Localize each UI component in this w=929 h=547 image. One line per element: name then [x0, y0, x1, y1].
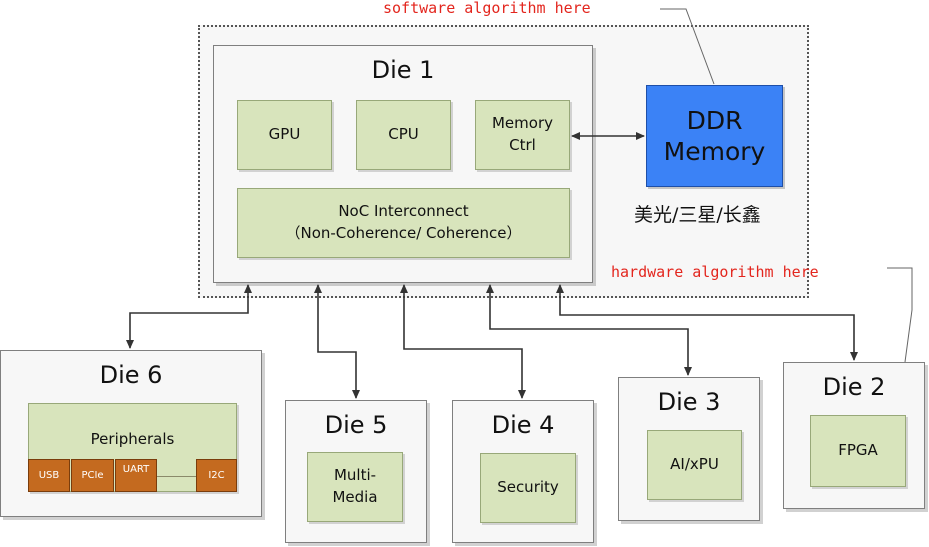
hardware-note-leader [887, 267, 913, 363]
i2c-port: I2C [196, 459, 237, 492]
die-6-title: Die 6 [99, 361, 163, 389]
die-4-title: Die 4 [491, 411, 555, 439]
pcie-port: PCIe [71, 459, 114, 492]
die-2-title: Die 2 [822, 373, 886, 401]
ddr-memory-block: DDR Memory [646, 85, 783, 187]
die6-link [126, 284, 252, 349]
memory-ctrl-block: Memory Ctrl [475, 100, 570, 170]
die3-link [486, 284, 692, 376]
hardware-algorithm-note: hardware algorithm here [611, 263, 819, 281]
multimedia-block: Multi- Media [307, 452, 403, 522]
usb-port: USB [28, 459, 70, 492]
die4-link [400, 284, 526, 399]
ai-xpu-block: AI/xPU [647, 430, 742, 500]
die-1-title: Die 1 [371, 56, 435, 84]
software-algorithm-note: software algorithm here [383, 0, 591, 17]
port-connector-line [157, 476, 197, 477]
gpu-block: GPU [237, 100, 332, 170]
die5-link [314, 284, 360, 399]
uart-port: UART [115, 459, 157, 492]
peripherals-label: Peripherals [90, 430, 175, 448]
ddr-vendors-label: 美光/三星/长鑫 [634, 204, 761, 226]
fpga-block: FPGA [810, 415, 906, 487]
software-note-leader [660, 8, 715, 85]
die2-link [556, 284, 858, 361]
die-5-title: Die 5 [324, 411, 388, 439]
security-block: Security [480, 453, 576, 523]
cpu-block: CPU [356, 100, 451, 170]
noc-interconnect-block: NoC Interconnect （Non-Coherence/ Coheren… [237, 188, 570, 258]
die-3-title: Die 3 [657, 388, 721, 416]
